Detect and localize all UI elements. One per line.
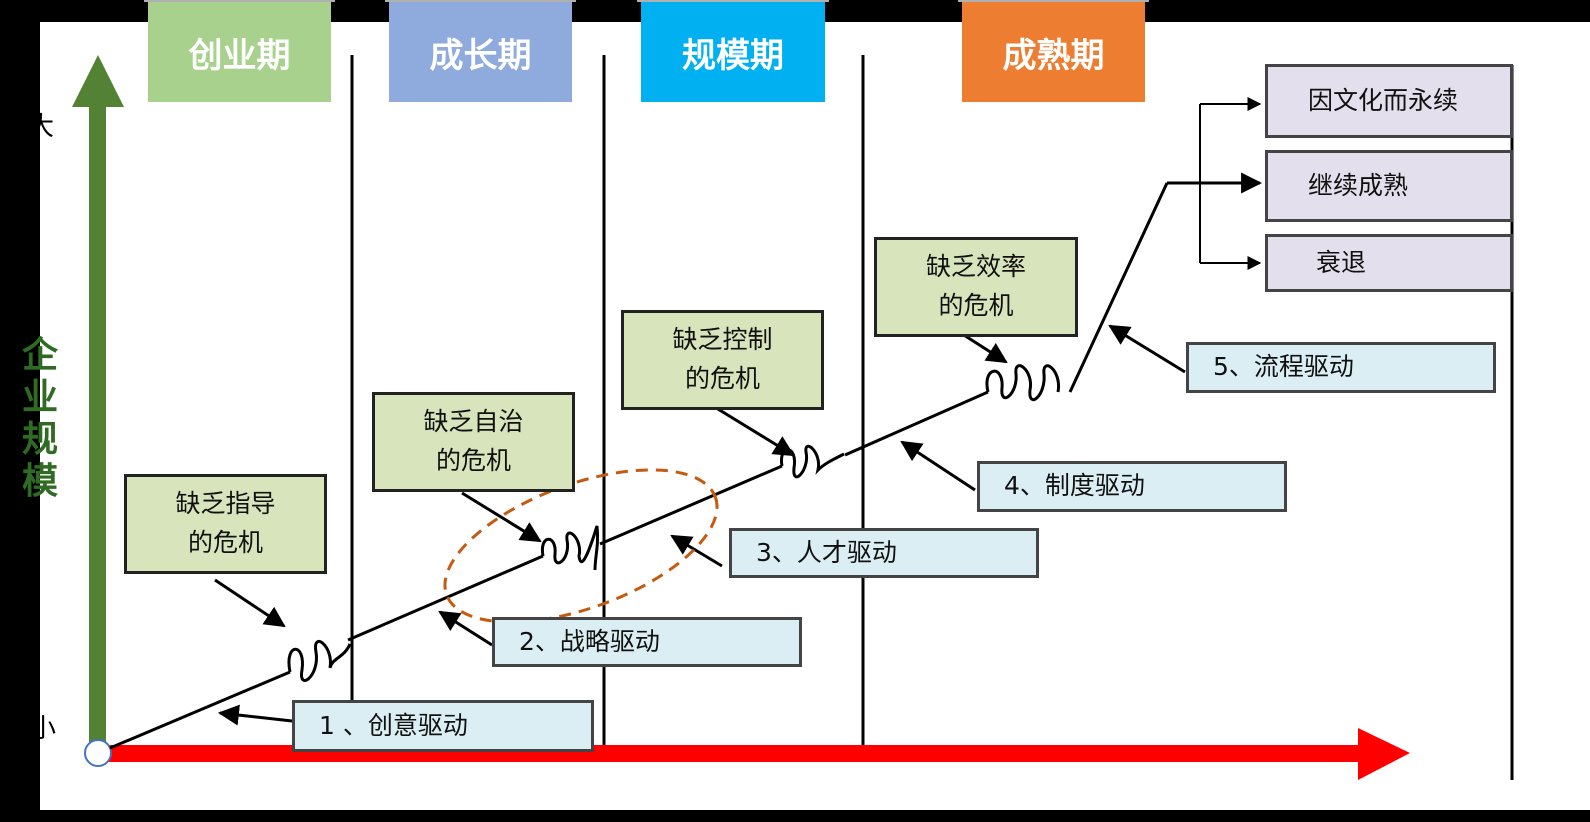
phase-growth: 成长期 — [385, 0, 576, 102]
crisis-box-line1: 缺乏指导 — [175, 489, 276, 519]
phase-startup: 创业期 — [144, 0, 335, 102]
growth-line-4 — [844, 390, 989, 457]
driver-box-creativity: 1 、创意驱动 — [292, 700, 594, 752]
y-axis-bottom-tick: 小 — [30, 714, 57, 744]
driver-box-strategy: 2、战略驱动 — [492, 617, 802, 667]
driver-box-system: 4、制度驱动 — [977, 461, 1287, 512]
growth-line-2 — [347, 554, 544, 642]
crisis-box-line1: 缺乏效率 — [925, 252, 1026, 282]
driver-box-talent: 3、人才驱动 — [729, 528, 1039, 578]
crisis-coil-1 — [287, 639, 352, 682]
x-axis-shaft — [98, 745, 1363, 762]
driver-arrow-5 — [1108, 324, 1186, 374]
y-axis-top-tick: 大 — [28, 112, 55, 142]
crisis-box-efficiency: 缺乏效率 的危机 — [874, 237, 1078, 337]
crisis-arrow-2 — [461, 491, 542, 543]
crisis-box-guidance: 缺乏指导 的危机 — [124, 474, 327, 574]
origin-circle — [84, 739, 112, 767]
growth-line-5 — [1068, 182, 1169, 393]
driver-arrow-1 — [217, 704, 293, 726]
crisis-coil-3 — [779, 444, 845, 478]
x-axis-arrowhead — [1358, 728, 1410, 780]
driver-box-process: 5、流程驱动 — [1186, 342, 1496, 393]
y-axis-shaft — [89, 105, 106, 750]
crisis-box-line1: 缺乏自治 — [423, 407, 524, 437]
crisis-box-line2: 的危机 — [187, 528, 263, 557]
crisis-box-autonomy: 缺乏自治 的危机 — [372, 392, 575, 492]
crisis-box-line2: 的危机 — [435, 446, 511, 475]
crisis-coil-2 — [540, 525, 600, 571]
crisis-box-control: 缺乏控制 的危机 — [621, 310, 824, 410]
driver-arrow-2 — [438, 610, 493, 647]
outcome-box-decline: 衰退 — [1265, 234, 1513, 292]
crisis-box-line1: 缺乏控制 — [672, 325, 773, 355]
growth-line-1 — [109, 670, 291, 750]
driver-arrow-3 — [670, 534, 723, 568]
crisis-arrow-1 — [214, 578, 286, 628]
outcome-box-continue: 继续成熟 — [1265, 150, 1513, 222]
crisis-coil-4 — [985, 364, 1061, 402]
growth-line-3 — [599, 464, 783, 546]
phase-mature: 成熟期 — [958, 0, 1149, 102]
y-axis-arrowhead — [72, 55, 124, 107]
outcome-box-culture: 因文化而永续 — [1265, 64, 1513, 138]
crisis-arrow-3 — [712, 404, 795, 457]
y-axis-label: 企业规模 — [21, 335, 60, 502]
driver-arrow-4 — [900, 440, 976, 492]
crisis-box-line2: 的危机 — [684, 364, 760, 393]
phase-scale: 规模期 — [637, 0, 829, 102]
crisis-box-line2: 的危机 — [938, 291, 1014, 320]
